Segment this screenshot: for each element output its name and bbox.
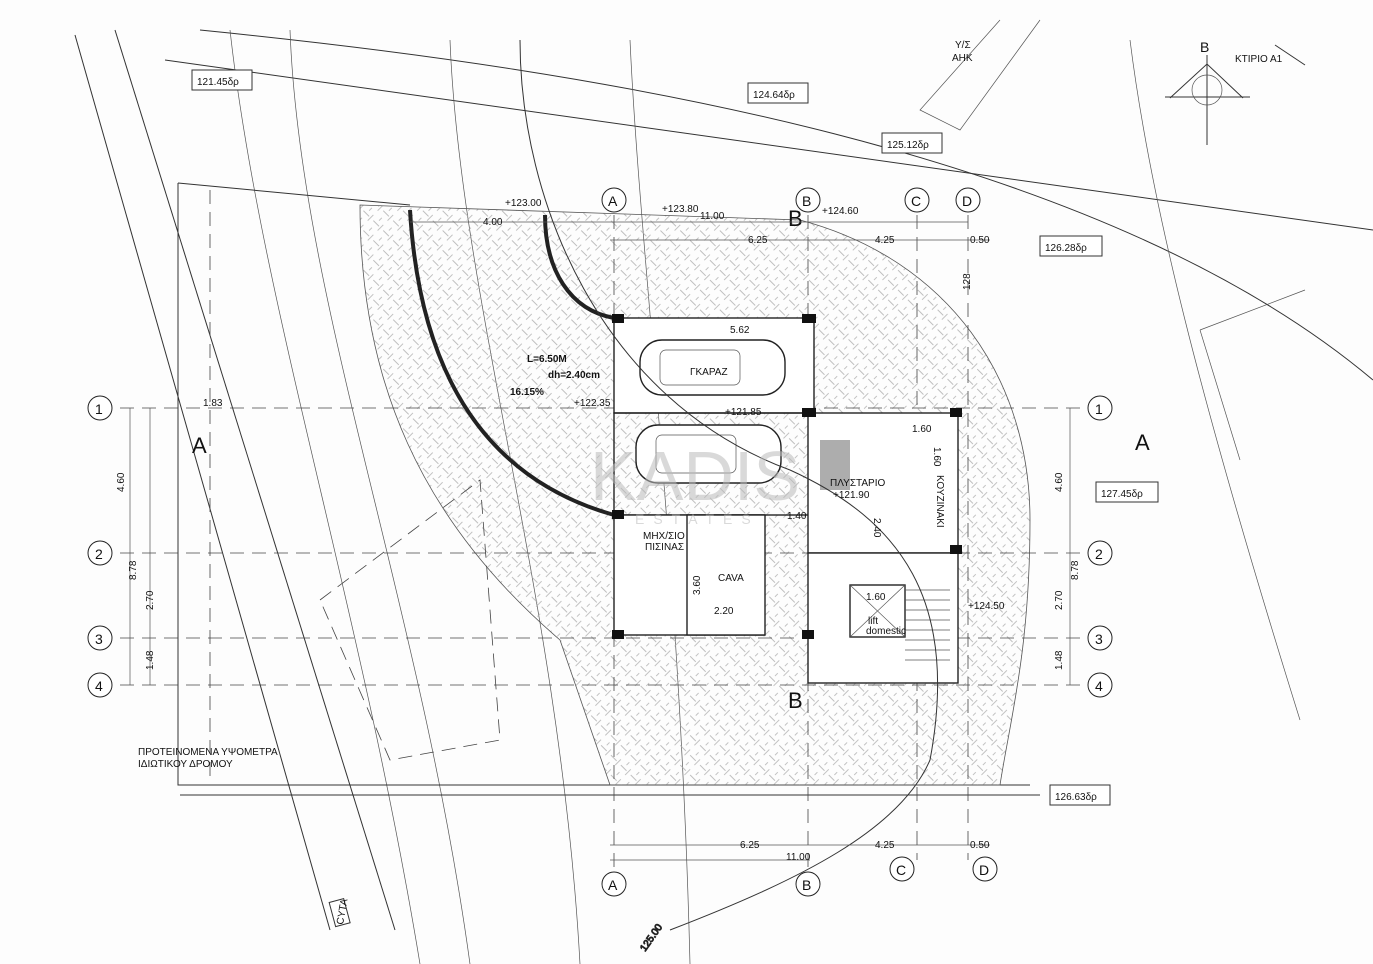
note-proposed-levels: ΙΔΙΩΤΙΚΟΥ ΔΡΟΜΟΥ [138,759,233,770]
substation-label: Υ/Σ [955,40,971,51]
elevation-label: 124.64δρ [753,90,795,101]
level-markers: +123.00 +123.80 +124.60 +122.35 +121.85 … [505,198,1005,612]
dim-label: 4.60 [1054,472,1065,492]
elevation-label: 126.28δρ [1045,243,1087,254]
room-cava: CAVA [718,573,744,584]
grid-label-4: 4 [95,678,103,694]
substation-label: ΑΗΚ [952,53,973,64]
dim-label: 2.70 [1054,590,1065,610]
level-label: +124.50 [968,601,1005,612]
dim-label: 11.00 [786,852,811,863]
elevation-boxes: 121.45δρ 124.64δρ 125.12δρ 126.28δρ 127.… [191,69,1159,806]
dimension-lines: 11.00 6.25 4.25 0.50 4.00 128 6.25 11.00… [116,211,1081,863]
section-b-marker: B [788,206,803,231]
grid-label-1: 1 [1095,401,1103,417]
grid-label-b: B [802,193,811,209]
grid-label-4: 4 [1095,678,1103,694]
north-label: Β [1200,39,1209,55]
level-label: +123.80 [662,204,699,215]
cyta-label: CYTA [335,898,350,926]
dim-label: 1.48 [1054,650,1065,670]
dim-label: 2.40 [871,518,882,538]
dim-label: 5.62 [730,325,750,336]
note-proposed-levels: ΠΡΟΤΕΙΝΟΜΕΝΑ ΥΨΟΜΕΤΡΑ [138,747,278,758]
grid-label-c: C [911,193,921,209]
grid-label-2: 2 [1095,546,1103,562]
room-laundry: ΠΛΥΣΤΑΡΙΟ [830,478,885,489]
elevation-label: 127.45δρ [1101,489,1143,500]
building-label: ΚΤΙΡΙΟ Α1 [1235,54,1283,65]
level-label: +121.90 [833,490,870,501]
ramp-curve [408,209,615,517]
section-b-marker: B [788,688,803,713]
dim-label: 0.50 [970,235,990,246]
grid-label-a: A [608,193,618,209]
north-arrow-icon [1165,55,1250,145]
room-kitchenette: ΚΟΥΖΙΝΑΚΙ [934,475,945,528]
grid-label-d: D [962,193,972,209]
section-a-marker: A [1135,430,1150,455]
level-label: +123.00 [505,198,542,209]
elevation-label: 126.63δρ [1055,792,1097,803]
grid-label-3: 3 [95,631,103,647]
grid-label-2: 2 [95,546,103,562]
grid-label-d: D [979,862,989,878]
dim-label: 1.60 [912,424,932,435]
level-label: +121.85 [725,407,762,418]
dim-label: 1.48 [145,650,156,670]
ramp-inner [543,214,615,320]
dim-label: 6.25 [740,840,760,851]
dim-label: 6.25 [748,235,768,246]
dim-label: 8.78 [1070,560,1081,580]
elevation-label: 125.12δρ [887,140,929,151]
dim-label: 0.50 [970,840,990,851]
car-icon [635,424,782,484]
dim-label: 128 [962,273,973,290]
dim-label: 2.70 [145,590,156,610]
watermark-logo: KADIS ESTATES [590,437,800,527]
room-pool-machinery: ΜΗΧ/ΣΙΟ [643,531,685,542]
svg-text:ESTATES: ESTATES [635,511,760,527]
dim-label: 8.78 [128,560,139,580]
grid-label-1: 1 [95,401,103,417]
grid-label-a: A [608,877,618,893]
dim-label: 1.83 [203,398,223,409]
ramp-slope: 16.15% [510,387,544,398]
grid-label-b: B [802,877,811,893]
dim-label: 1.60 [866,592,886,603]
grid-bubbles: A B C D A B C D 1 2 3 4 1 2 3 4 [87,187,1113,897]
grid-label-3: 3 [1095,631,1103,647]
dim-label: 11.00 [700,211,725,222]
section-a-marker: A [192,433,207,458]
room-pool-machinery: ΠΙΣΙΝΑΣ [645,542,684,553]
contour-label: 125.00 [638,922,665,954]
ramp-length: L=6.50M [527,354,567,365]
building [612,314,962,684]
ramp-height: dh=2.40cm [548,370,600,381]
dim-label: 4.25 [875,840,895,851]
dim-label: 4.25 [875,235,895,246]
level-label: +124.60 [822,206,859,217]
room-lift: domestic [866,626,906,637]
room-garage: ΓΚΑΡΑΖ [690,367,728,378]
dim-label: 2.20 [714,606,734,617]
dim-label: 1.60 [931,447,942,467]
dim-label: 3.60 [692,575,703,595]
dim-label: 4.00 [483,217,503,228]
grid-label-c: C [896,862,906,878]
room-lift: lift [868,616,878,627]
elevation-label: 121.45δρ [197,77,239,88]
dim-label: 1.40 [787,511,807,522]
site-lines [74,19,1373,964]
level-label: +122.35 [574,398,611,409]
dim-label: 4.60 [116,472,127,492]
svg-text:KADIS: KADIS [590,437,800,515]
